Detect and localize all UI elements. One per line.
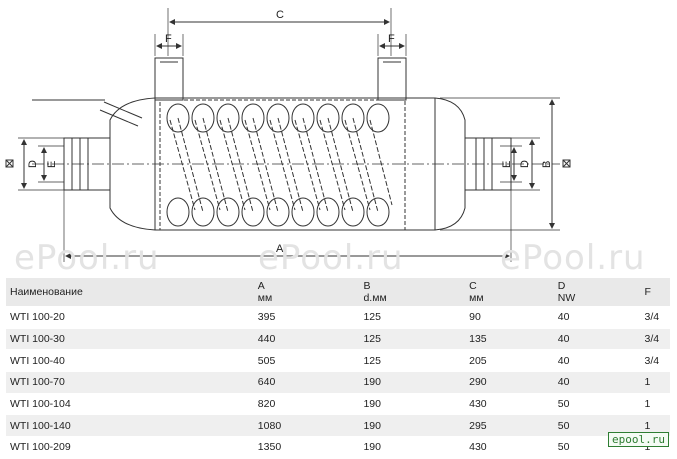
cell-c: 205: [465, 349, 554, 373]
cell-d: 40: [553, 306, 641, 329]
cell-f: 1: [640, 371, 670, 394]
cell-name: WTI 100-209: [6, 436, 254, 459]
dim-label-a: A: [276, 243, 284, 255]
coil-windings: [166, 103, 393, 227]
cell-d: 40: [553, 349, 641, 373]
cell-f: 3/4: [640, 328, 670, 351]
cell-b: 125: [359, 306, 466, 329]
coil-inlet: [154, 57, 184, 101]
dim-label-f-right: F: [388, 33, 395, 45]
dim-label-d-right: D: [519, 160, 531, 168]
cell-f: 1: [640, 393, 670, 416]
cell-name: WTI 100-20: [6, 306, 254, 329]
cell-b: 190: [359, 436, 466, 459]
cell-c: 295: [465, 414, 554, 438]
cell-c: 290: [465, 371, 554, 394]
header-name: Наименование: [6, 278, 254, 307]
watermark: ePool.ru: [258, 238, 404, 278]
coil-outlet: [377, 57, 407, 101]
dim-label-e-right: E: [501, 161, 513, 168]
cell-a: 1350: [253, 436, 360, 459]
dim-label-f-left: F: [165, 33, 172, 45]
watermark: ePool.ru: [14, 238, 160, 278]
dim-label-b: B: [541, 161, 553, 168]
cell-a: 820: [253, 393, 360, 416]
cell-name: WTI 100-104: [6, 393, 254, 416]
dim-label-c: C: [276, 9, 284, 21]
cell-f: 3/4: [640, 306, 670, 329]
site-logo: epool.ru: [608, 432, 669, 447]
cell-d: 50: [553, 414, 641, 438]
cell-b: 190: [359, 393, 466, 416]
dim-label-d-left: D: [27, 160, 39, 168]
dim-label-e-left: E: [46, 161, 58, 168]
cell-b: 125: [359, 349, 466, 373]
heat-exchanger-drawing: C F F A B D E D E: [5, 8, 571, 262]
watermark: ePool.ru: [500, 238, 646, 278]
cell-c: 135: [465, 328, 554, 351]
cell-d: 50: [553, 393, 641, 416]
cell-b: 190: [359, 414, 466, 438]
left-nozzle: [63, 137, 111, 191]
cell-a: 395: [253, 306, 360, 329]
cell-a: 640: [253, 371, 360, 394]
cell-name: WTI 100-40: [6, 349, 254, 373]
cell-c: 90: [465, 306, 554, 329]
cell-a: 1080: [253, 414, 360, 438]
cell-f: 3/4: [640, 349, 670, 373]
cell-f: 1: [640, 414, 670, 438]
cell-c: 430: [465, 436, 554, 459]
header-f: F: [640, 278, 670, 307]
cell-a: 505: [253, 349, 360, 373]
cell-name: WTI 100-30: [6, 328, 254, 351]
cell-d: 40: [553, 371, 641, 394]
cell-name: WTI 100-140: [6, 414, 254, 438]
cell-d: 40: [553, 328, 641, 351]
cell-a: 440: [253, 328, 360, 351]
cell-c: 430: [465, 393, 554, 416]
cell-b: 125: [359, 328, 466, 351]
cell-b: 190: [359, 371, 466, 394]
cell-name: WTI 100-70: [6, 371, 254, 394]
